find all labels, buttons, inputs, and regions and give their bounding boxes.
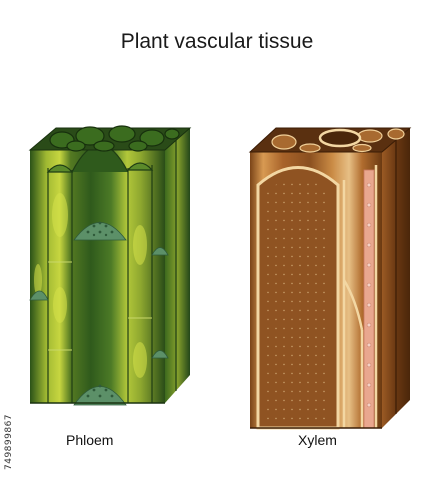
sieve-plate-lower [73, 384, 127, 406]
phloem-label: Phloem [66, 432, 114, 448]
xylem-block [248, 127, 412, 430]
sieve-plate-upper [73, 221, 127, 241]
phloem-side-face [165, 128, 190, 403]
sieve-plate-right [151, 247, 169, 359]
sieve-plate-left [29, 290, 49, 301]
phloem-block [28, 125, 192, 406]
xylem-parenchyma [363, 169, 375, 429]
xylem-vessel-opening [318, 128, 362, 148]
xylem-label: Xylem [298, 432, 337, 448]
diagram-title: Plant vascular tissue [120, 30, 314, 53]
stock-id-watermark: 749899867 [4, 413, 14, 470]
